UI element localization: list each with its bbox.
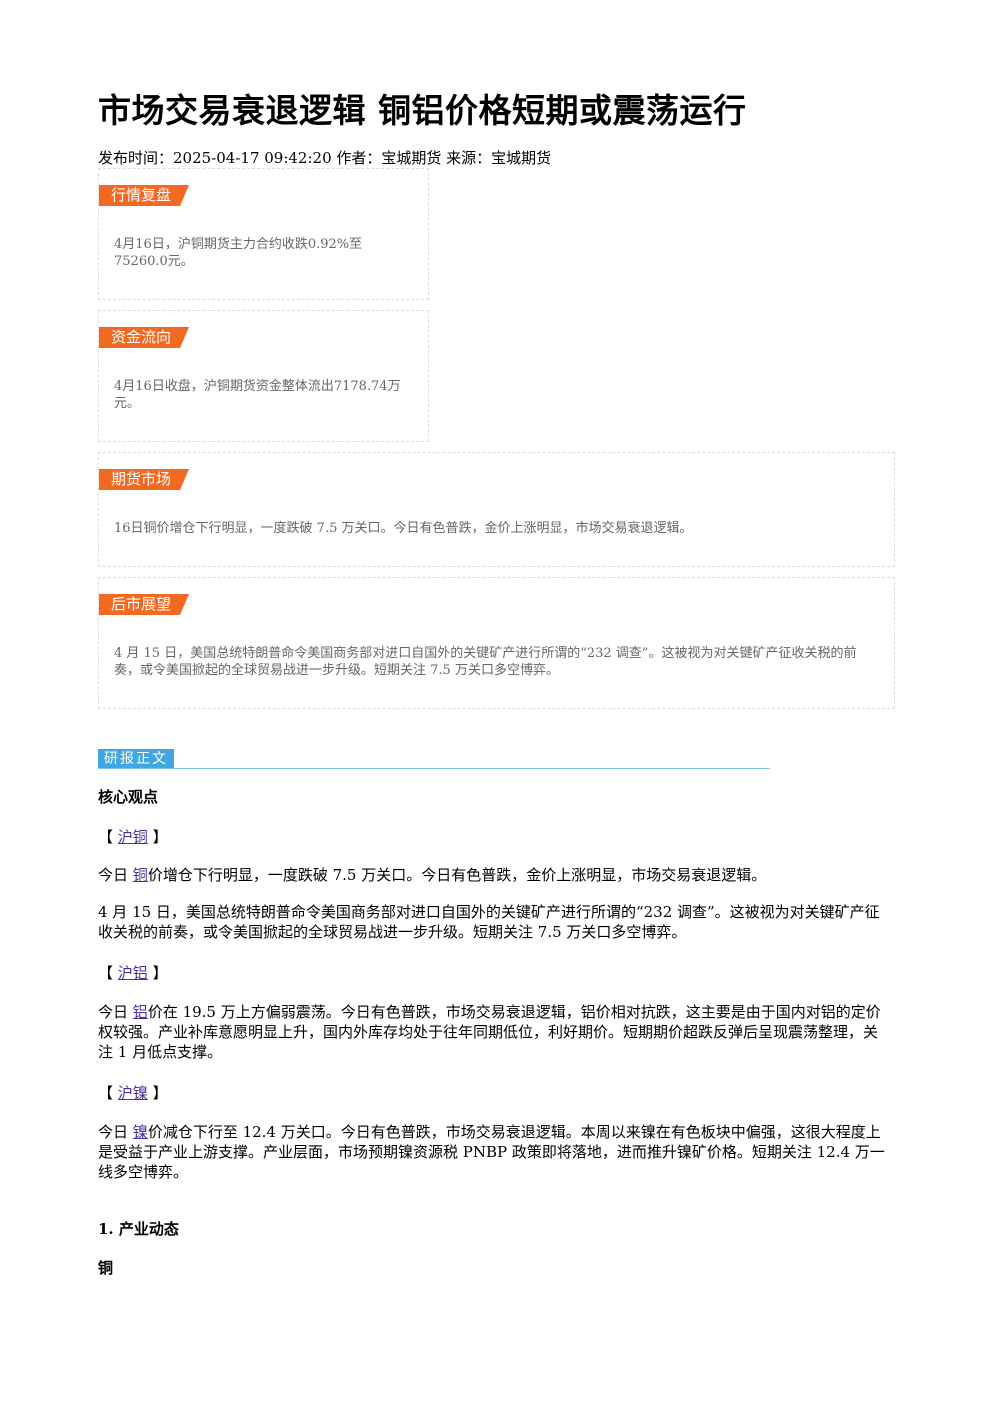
para-rest: 价在 19.5 万上方偏弱震荡。今日有色普跌，市场交易衰退逻辑，铝价相对抗跌，这… (98, 1003, 881, 1061)
summary-card-futures-market: 期货市场 16日铜价增仓下行明显，一度跌破 7.5 万关口。今日有色普跌，金价上… (98, 452, 895, 567)
section-heading-aluminum: 【 沪铝 】 (98, 962, 168, 983)
para-prefix: 今日 (98, 1003, 129, 1021)
link-copper[interactable]: 铜 (132, 866, 148, 884)
research-header: 研报正文 (98, 749, 770, 771)
card-tag: 资金流向 (99, 327, 189, 348)
paragraph-copper-1: 今日 铜价增仓下行明显，一度跌破 7.5 万关口。今日有色普跌，金价上涨明显，市… (98, 865, 888, 885)
research-tag: 研报正文 (98, 749, 174, 769)
para-prefix: 今日 (98, 1123, 129, 1141)
link-copper-futures[interactable]: 沪铜 (117, 828, 148, 846)
bracket-open: 【 (98, 964, 114, 982)
link-nickel[interactable]: 镍 (132, 1123, 148, 1141)
card-tag: 后市展望 (99, 594, 189, 615)
paragraph-nickel: 今日 镍价减仓下行至 12.4 万关口。今日有色普跌，市场交易衰退逻辑。本周以来… (98, 1122, 888, 1182)
card-tag: 期货市场 (99, 469, 189, 490)
paragraph-aluminum: 今日 铝价在 19.5 万上方偏弱震荡。今日有色普跌，市场交易衰退逻辑，铝价相对… (98, 1002, 888, 1062)
bracket-open: 【 (98, 1084, 114, 1102)
summary-card-market-review: 行情复盘 4月16日，沪铜期货主力合约收跌0.92%至75260.0元。 (98, 168, 429, 300)
para-rest: 价增仓下行明显，一度跌破 7.5 万关口。今日有色普跌，金价上涨明显，市场交易衰… (147, 866, 767, 884)
paragraph-copper-2: 4 月 15 日，美国总统特朗普命令美国商务部对进口自国外的关键矿产进行所谓的“… (98, 903, 880, 941)
divider (98, 768, 770, 769)
card-text: 4 月 15 日，美国总统特朗普命令美国商务部对进口自国外的关键矿产进行所谓的“… (114, 646, 857, 678)
link-nickel-futures[interactable]: 沪镍 (117, 1084, 148, 1102)
link-aluminum-futures[interactable]: 沪铝 (117, 964, 148, 982)
para-rest: 价减仓下行至 12.4 万关口。今日有色普跌，市场交易衰退逻辑。本周以来镍在有色… (98, 1123, 885, 1181)
summary-card-fund-flow: 资金流向 4月16日收盘，沪铜期货资金整体流出7178.74万元。 (98, 310, 429, 442)
card-text: 16日铜价增仓下行明显，一度跌破 7.5 万关口。今日有色普跌，金价上涨明显，市… (114, 521, 693, 536)
card-text: 4月16日收盘，沪铜期货资金整体流出7178.74万元。 (114, 379, 401, 411)
para-prefix: 今日 (98, 866, 129, 884)
article-title: 市场交易衰退逻辑 铜铝价格短期或震荡运行 (98, 91, 747, 130)
summary-card-outlook: 后市展望 4 月 15 日，美国总统特朗普命令美国商务部对进口自国外的关键矿产进… (98, 577, 895, 709)
bracket-close: 】 (152, 1084, 168, 1102)
copper-subheading: 铜 (98, 1259, 114, 1277)
bracket-open: 【 (98, 828, 114, 846)
bracket-close: 】 (152, 828, 168, 846)
bracket-close: 】 (152, 964, 168, 982)
link-aluminum[interactable]: 铝 (132, 1003, 148, 1021)
card-text: 4月16日，沪铜期货主力合约收跌0.92%至75260.0元。 (114, 237, 363, 269)
card-tag: 行情复盘 (99, 185, 189, 206)
section-heading-nickel: 【 沪镍 】 (98, 1082, 168, 1103)
core-view-heading: 核心观点 (98, 788, 159, 806)
industry-dynamics-heading: 1. 产业动态 (98, 1220, 179, 1238)
article-meta: 发布时间：2025-04-17 09:42:20 作者：宝城期货 来源：宝城期货 (98, 149, 552, 167)
section-heading-copper: 【 沪铜 】 (98, 826, 168, 847)
